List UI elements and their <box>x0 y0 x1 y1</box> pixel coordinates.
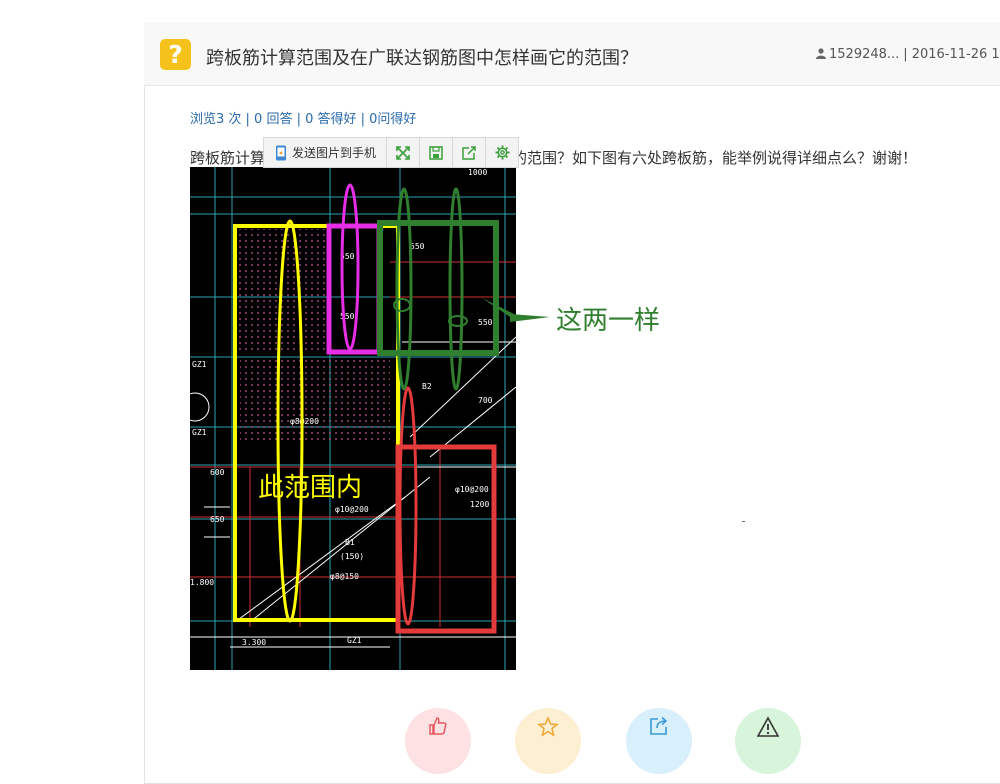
svg-text:GZ1: GZ1 <box>192 360 207 369</box>
question-image[interactable]: 550 550 550 550 1200 700 3.300 GZ1 GZ1 G… <box>190 167 516 670</box>
asker-name[interactable]: 1529248... <box>829 47 900 62</box>
drawing-annotation: 这两一样 <box>556 306 661 336</box>
svg-text:(150): (150) <box>340 552 364 561</box>
question-stats: 浏览3 次 | 0 回答 | 0 答得好 | 0问得好 <box>190 112 417 127</box>
svg-text:φ8@200: φ8@200 <box>290 417 319 426</box>
svg-text:φ8@150: φ8@150 <box>330 572 359 581</box>
like-button[interactable] <box>405 708 471 774</box>
like-icon <box>429 717 447 735</box>
gear-icon <box>494 145 510 160</box>
stray-mark <box>742 521 745 522</box>
svg-text:GZ1: GZ1 <box>347 636 362 645</box>
save-icon <box>429 145 443 160</box>
report-icon <box>757 716 779 737</box>
svg-text:650: 650 <box>210 515 225 524</box>
drawing-label: 此范围内 <box>258 473 363 503</box>
question-meta: 1529248...|2016-11-26 1 <box>816 47 1000 62</box>
svg-text:1200: 1200 <box>470 500 489 509</box>
share-icon <box>650 716 668 735</box>
save-image-button[interactable] <box>420 138 453 167</box>
share-icon <box>462 145 476 160</box>
svg-text:φ10@200: φ10@200 <box>455 485 489 494</box>
expand-icon <box>396 145 410 160</box>
body-text-end: 的范围？如下图有六处跨板筋，能举例说得详细点么？谢谢！ <box>512 149 918 167</box>
meta-separator: | <box>903 47 908 62</box>
svg-text:700: 700 <box>478 396 493 405</box>
user-icon <box>816 48 826 59</box>
question-header: ? 跨板筋计算范围及在广联达钢筋图中怎样画它的范围？ 1529248...|20… <box>144 22 1000 86</box>
svg-text:600: 600 <box>210 468 225 477</box>
svg-text:GZ1: GZ1 <box>192 428 207 437</box>
favorite-icon <box>537 716 559 737</box>
svg-text:550: 550 <box>340 312 355 321</box>
annotation-arrow <box>510 314 550 322</box>
page-title: 跨板筋计算范围及在广联达钢筋图中怎样画它的范围？ <box>206 48 638 69</box>
share-image-button[interactable] <box>453 138 486 167</box>
svg-text:3.300: 3.300 <box>242 638 266 647</box>
phone-icon <box>275 145 286 160</box>
question-date: 2016-11-26 1 <box>911 47 1000 62</box>
image-toolbar: 发送图片到手机 <box>263 137 519 168</box>
svg-text:φ10@200: φ10@200 <box>335 505 369 514</box>
question-mark-icon: ? <box>160 39 191 70</box>
body-text-start: 跨板筋计算 <box>190 149 266 167</box>
svg-text:B1: B1 <box>345 538 355 547</box>
svg-text:550: 550 <box>410 242 425 251</box>
image-settings-button[interactable] <box>486 138 518 167</box>
svg-text:550: 550 <box>478 318 493 327</box>
favorite-button[interactable] <box>515 708 581 774</box>
share-button[interactable] <box>626 708 692 774</box>
svg-text:550: 550 <box>340 252 355 261</box>
svg-text:1.800: 1.800 <box>190 578 214 587</box>
expand-button[interactable] <box>387 138 420 167</box>
report-button[interactable] <box>735 708 801 774</box>
send-to-phone-label: 发送图片到手机 <box>291 146 376 160</box>
svg-text:B2: B2 <box>422 382 432 391</box>
send-to-phone-button[interactable]: 发送图片到手机 <box>264 138 387 167</box>
svg-text:1000: 1000 <box>468 168 487 177</box>
